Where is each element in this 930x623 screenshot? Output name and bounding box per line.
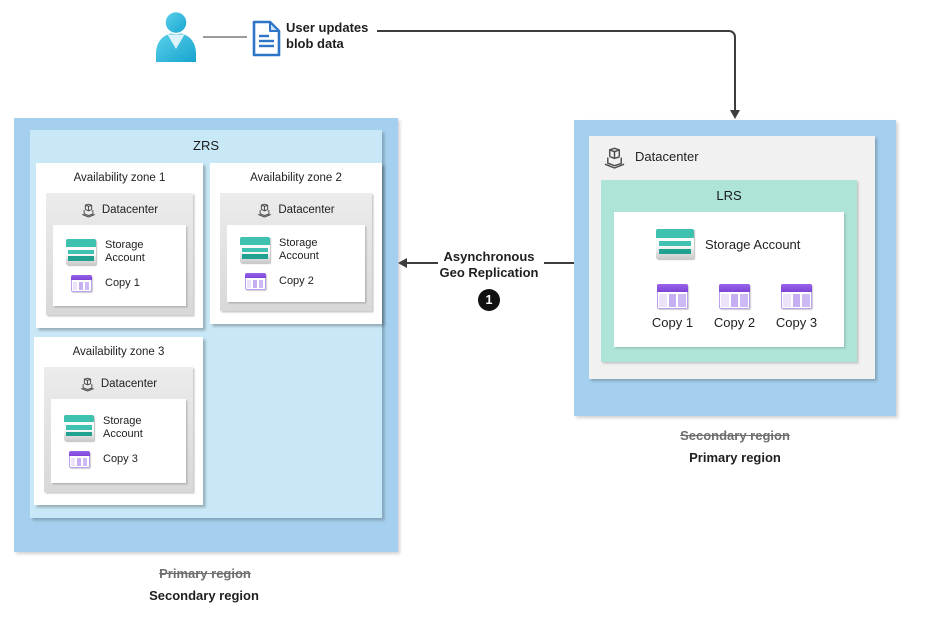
copy-icon [68,450,90,468]
copy-icon [781,284,812,309]
replication-line-right [544,262,574,264]
zone-3-label: Availability zone 3 [72,346,165,358]
left-current-region-label: Secondary region [149,588,259,603]
zone-2-copy-label: Copy 2 [279,275,314,287]
copy-icon [657,284,688,309]
arrowhead-into-secondary [398,257,407,268]
primary-region-box: Datacenter LRS Storage Account Copy 1 [574,120,896,416]
left-former-region-label: Primary region [159,566,251,581]
datacenter-icon [80,377,94,392]
user-icon [156,10,196,62]
zrs-title: ZRS [193,138,219,153]
step-1-badge: 1 [478,289,500,311]
storage-account-icon [656,229,694,259]
zone-1-label: Availability zone 1 [73,172,166,184]
copy-icon [70,275,92,292]
zone-1-datacenter-label: Datacenter [101,203,159,216]
copy-2-label: Copy 2 [713,315,756,330]
copy-3-item: Copy 3 [774,284,819,330]
replication-line1: Asynchronous [443,249,535,264]
copy-3-label: Copy 3 [775,315,818,330]
copy-icon [719,284,750,309]
arrowhead-into-primary [729,110,740,119]
lrs-storage-label: Storage Account [705,236,801,252]
user-to-doc-line [203,36,247,38]
copy-1-label: Copy 1 [651,315,694,330]
right-current-region-label: Primary region [689,450,781,465]
lrs-title: LRS [716,188,742,203]
datacenter-icon [258,203,272,218]
zone-1-copy-label: Copy 1 [105,277,140,289]
update-flow-connector [377,30,736,113]
replication-line-left [406,262,438,264]
datacenter-icon [81,203,95,218]
copy-1-item: Copy 1 [650,284,695,330]
primary-datacenter-box: Datacenter LRS Storage Account Copy 1 [589,136,875,379]
user-action-label: User updates blob data [286,20,368,52]
zone-3-datacenter-label: Datacenter [100,377,158,390]
lrs-box: LRS Storage Account Copy 1 Copy 2 [601,180,857,362]
zone-2-datacenter-label: Datacenter [278,203,335,216]
zone-2-label: Availability zone 2 [250,172,342,184]
datacenter-icon [604,147,625,169]
storage-account-icon [240,237,270,263]
user-action-line1: User updates [286,20,369,35]
replication-line2: Geo Replication [439,265,539,280]
storage-account-icon [66,239,96,265]
copies-row: Copy 1 Copy 2 Copy 3 [650,284,819,330]
storage-account-icon [64,414,94,441]
blob-document-icon [252,20,281,57]
lrs-inner-box: Storage Account Copy 1 Copy 2 [614,212,844,347]
user-action-line2: blob data [286,36,344,51]
primary-datacenter-label: Datacenter [635,149,699,164]
copy-2-item: Copy 2 [712,284,757,330]
zone-3-copy-label: Copy 3 [103,452,138,465]
copy-icon [244,273,266,290]
replication-label: Asynchronous Geo Replication [419,249,559,281]
right-former-region-label: Secondary region [680,428,790,443]
